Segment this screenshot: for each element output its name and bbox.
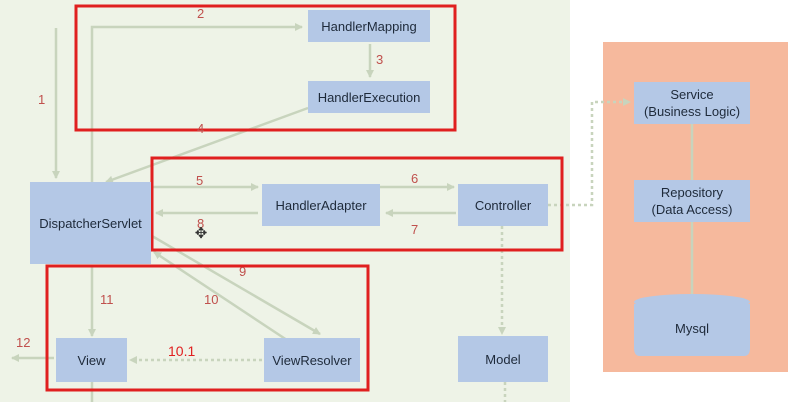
highlight-frame-adapter — [150, 156, 564, 252]
node-repository: Repository (Data Access) — [634, 180, 750, 222]
step-label-10: 10 — [204, 292, 219, 307]
node-handler-mapping: HandlerMapping — [308, 10, 430, 42]
step-label-12: 12 — [16, 335, 31, 350]
arrows — [11, 23, 694, 402]
node-view: View — [56, 338, 127, 382]
node-controller: Controller — [458, 184, 548, 226]
mysql-database — [634, 294, 750, 356]
step-label-1: 1 — [38, 92, 46, 107]
node-mysql: Mysql — [675, 320, 709, 336]
node-model: Model — [458, 336, 548, 382]
highlight-frame-view — [45, 264, 370, 392]
highlight-frame-mapping — [74, 4, 457, 132]
move-cursor-icon: ✥ — [194, 225, 208, 242]
step-label-8: 8 — [197, 216, 205, 231]
step-label-9: 9 — [239, 264, 247, 279]
node-handler-execution: HandlerExecution — [308, 81, 430, 113]
step-label-7: 7 — [411, 222, 419, 237]
node-service: Service (Business Logic) — [634, 82, 750, 124]
step-label-3: 3 — [376, 52, 384, 67]
highlight-frames — [45, 4, 564, 392]
step-label-11: 11 — [100, 292, 114, 307]
arrow-step-10 — [153, 250, 297, 348]
step-label-5: 5 — [196, 173, 204, 188]
step-label-6: 6 — [411, 171, 419, 186]
node-handler-adapter: HandlerAdapter — [262, 184, 380, 226]
node-dispatcher-servlet: DispatcherServlet — [30, 182, 151, 264]
step-label-4: 4 — [197, 121, 205, 136]
step-label-10-1: 10.1 — [168, 343, 196, 359]
arrow-step-4 — [105, 106, 309, 184]
node-view-resolver: ViewResolver — [264, 338, 360, 382]
step-label-2: 2 — [197, 6, 205, 21]
arrow-step-9 — [151, 234, 321, 336]
